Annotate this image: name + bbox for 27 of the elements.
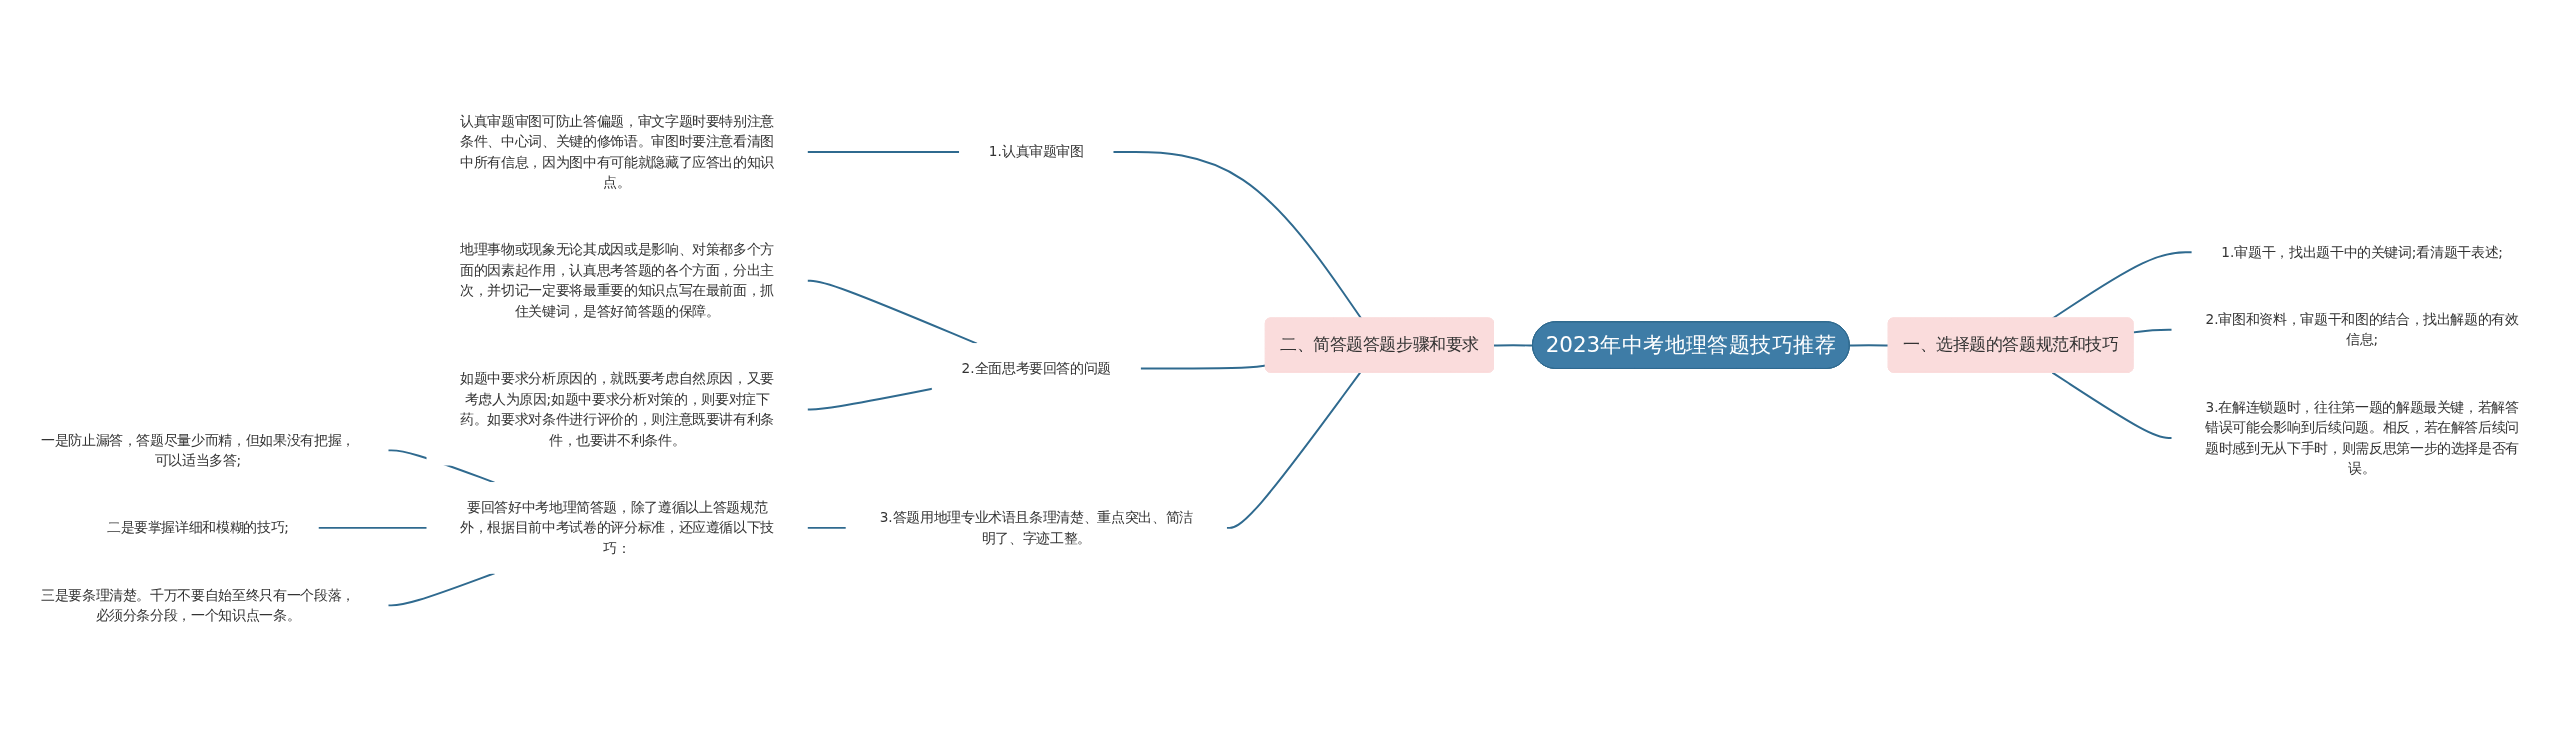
connector bbox=[1493, 344, 1534, 347]
node-text: 2.审图和资料，审题干和图的结合，找出解题的有效信息; bbox=[2205, 311, 2519, 348]
node-text: 认真审题审图可防止答偏题，审文字题时要特别注意条件、中心词、关键的修饰语。审图时要注意看清图中所有信息，因为图中有可能就隐藏了应答出的知识点。 bbox=[460, 113, 775, 191]
node-text: 三是要条理清楚。千万不要自始至终只有一个段落，必须分条分段，一个知识点一条。 bbox=[40, 586, 355, 623]
connector bbox=[2132, 328, 2173, 334]
connector bbox=[2051, 251, 2194, 320]
connector bbox=[806, 526, 848, 529]
connector bbox=[806, 151, 961, 154]
node-text: 要回答好中考地理简答题，除了遵循以上答题规范外，根据目前中考试卷的评分标准，还应遵循以下技巧： bbox=[460, 499, 775, 556]
node-text: 3.答题用地理专业术语且条理清楚、重点突出、简洁明了、字迹工整。 bbox=[879, 509, 1193, 546]
node-text: 地理事物或现象无论其成因或是影响、对策都多个方面的因素起作用，认真思考答题的各个方面，分出主次，并切记一定要将最重要的知识点写在最前面，抓住关键词，是答好简答题的保障。 bbox=[460, 241, 775, 319]
node-text: 1.认真审题审图 bbox=[988, 143, 1084, 160]
node-text: 二是要掌握详细和模糊的技巧; bbox=[106, 519, 289, 536]
node-text: 2.全面思考要回答的问题 bbox=[961, 360, 1112, 376]
connector bbox=[1139, 364, 1267, 370]
connector bbox=[1112, 151, 1363, 320]
node-text: 1.审题干，找出题干中的关键词;看清题干表述; bbox=[2221, 243, 2503, 260]
connector bbox=[806, 387, 934, 411]
connector bbox=[1848, 344, 1890, 347]
node-text: 如题中要求分析原因的，就既要考虑自然原因，又要考虑人为原因;如题中要求分析对策的，则要对症下药。如要求对条件进行评价的，则注意既要讲有利条件，也要讲不利条件。 bbox=[460, 370, 775, 448]
connector bbox=[2051, 371, 2173, 439]
connector bbox=[806, 279, 978, 345]
node-text: 一是防止漏答，答题尽量少而精，但如果没有把握，可以适当多答; bbox=[40, 431, 355, 468]
connector bbox=[1225, 371, 1362, 529]
connector bbox=[387, 572, 496, 607]
connector bbox=[317, 526, 428, 529]
node-text: 3.在解连锁题时，往往第一题的解题最关键，若解答错误可能会影响到后续问题。相反，若在解答后续问题时感到无从下手时，则需反思第一步的选择是否有误。 bbox=[2205, 398, 2520, 476]
